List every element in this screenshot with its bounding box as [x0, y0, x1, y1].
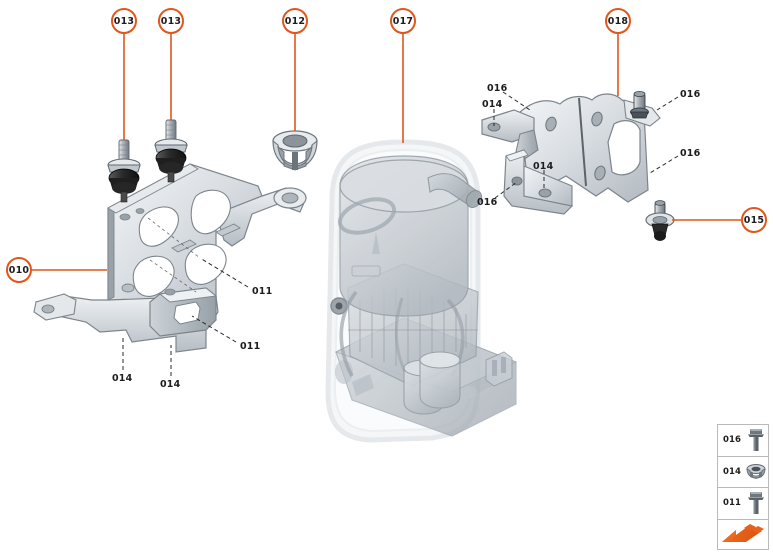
part-label-014: 014	[160, 379, 181, 390]
legend-row-011[interactable]: 011	[718, 488, 768, 520]
label-leader-016	[502, 91, 531, 111]
part-label-016: 016	[477, 197, 498, 208]
isolator-stud-013-left	[107, 139, 141, 203]
part-label-014: 014	[112, 373, 133, 384]
label-leader-016	[494, 181, 518, 199]
part-label-016: 016	[680, 89, 701, 100]
legend-code-016: 016	[723, 435, 742, 446]
part-label-011: 011	[240, 341, 261, 352]
part-label-014: 014	[533, 161, 554, 172]
legend-row-014[interactable]: 014	[718, 457, 768, 488]
callout-bubble-015[interactable]: 015	[741, 207, 767, 233]
ball-stud-bolt-015	[645, 200, 675, 241]
bolt-016-in-bracket	[630, 91, 649, 119]
legend-row-016[interactable]: 016	[718, 425, 768, 457]
callout-bubble-010[interactable]: 010	[6, 257, 32, 283]
legend-code-014: 014	[723, 466, 742, 477]
callout-bubble-012[interactable]: 012	[282, 8, 308, 34]
isolator-stud-013-right	[154, 119, 188, 183]
orange-direction-arrow-icon	[718, 522, 768, 548]
part-label-016: 016	[487, 83, 508, 94]
part-label-014: 014	[482, 99, 503, 110]
callout-bubble-017[interactable]: 017	[390, 8, 416, 34]
legend-row-direction[interactable]	[718, 520, 768, 552]
collar-nut-icon	[743, 462, 768, 482]
flange-bolt-icon	[743, 427, 768, 453]
label-leader-lines	[122, 91, 679, 376]
part-label-016: 016	[680, 148, 701, 159]
label-leader-011	[199, 257, 249, 288]
label-leader-011	[191, 315, 237, 343]
flange-bolt-icon	[743, 490, 768, 516]
callout-bubble-013[interactable]: 013	[111, 8, 137, 34]
callout-leader-lines	[32, 34, 741, 271]
callout-bubble-013[interactable]: 013	[158, 8, 184, 34]
right-mounting-bracket-018	[481, 91, 661, 215]
conical-grommet-012	[272, 130, 318, 171]
callout-bubble-018[interactable]: 018	[605, 8, 631, 34]
left-mounting-bracket	[33, 163, 307, 353]
label-leader-016	[649, 155, 679, 174]
label-leader-016	[656, 96, 679, 111]
ghost-pump-assembly	[325, 139, 518, 443]
part-label-011: 011	[252, 286, 273, 297]
fastener-legend: 016 014	[717, 424, 769, 550]
legend-code-011: 011	[723, 498, 742, 509]
